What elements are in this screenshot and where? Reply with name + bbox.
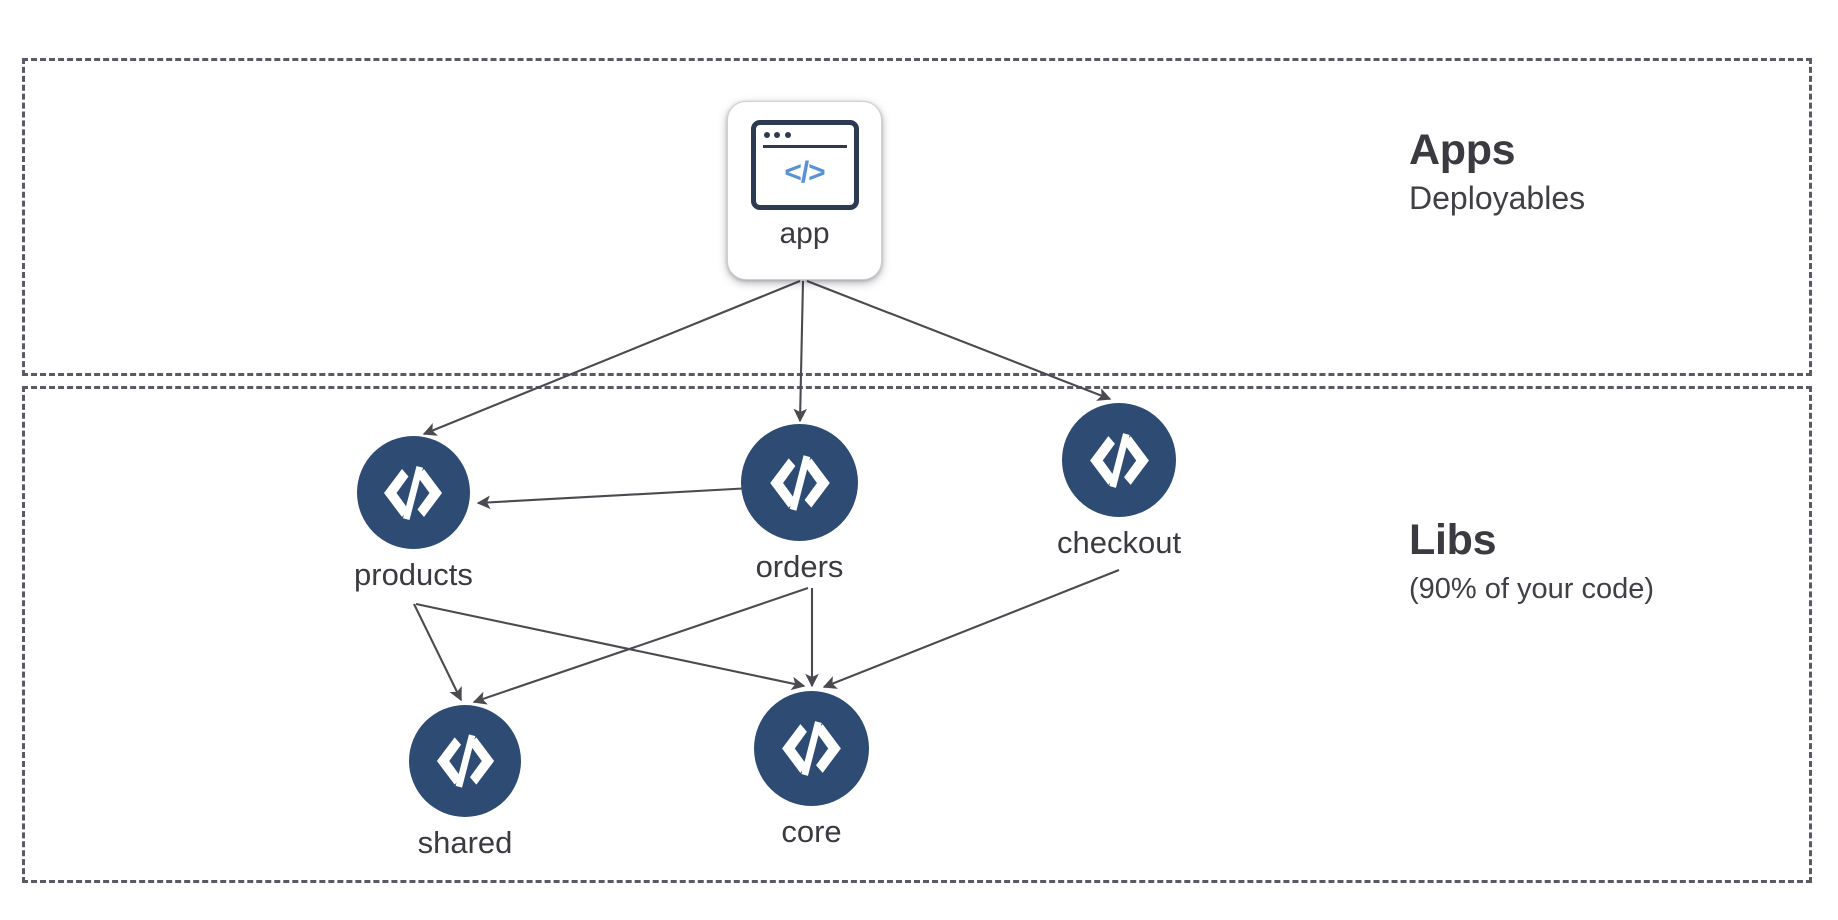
node-shared-label: shared (417, 825, 513, 860)
node-checkout[interactable]: checkout (1057, 403, 1181, 558)
node-app[interactable]: </> app (727, 101, 882, 280)
browser-rule-divider (762, 145, 847, 148)
node-app-label: app (779, 217, 830, 250)
code-brackets-icon (754, 691, 869, 806)
code-brackets-icon (741, 424, 858, 541)
node-products-label: products (354, 557, 473, 592)
node-shared[interactable]: shared (409, 705, 521, 858)
browser-code-icon: </> (750, 120, 859, 210)
legend-libs: Libs (90% of your code) (1409, 516, 1655, 607)
browser-dots-icon (763, 132, 791, 138)
node-core[interactable]: core (754, 691, 869, 847)
node-orders-label: orders (755, 549, 844, 584)
legend-apps-title: Apps (1409, 126, 1516, 174)
code-brackets-icon (409, 705, 521, 817)
node-checkout-label: checkout (1057, 525, 1182, 560)
legend-apps-subtitle: Deployables (1409, 180, 1586, 217)
node-orders[interactable]: orders (741, 424, 858, 582)
node-core-label: core (781, 814, 842, 849)
legend-libs-subtitle: (90% of your code) (1409, 573, 1655, 606)
code-brackets-icon (1062, 403, 1177, 517)
node-products[interactable]: products (354, 436, 473, 590)
legend-libs-title: Libs (1409, 516, 1497, 564)
zone-libs (22, 386, 1812, 883)
code-brackets-glyph: </> (784, 156, 825, 189)
code-brackets-icon (356, 436, 470, 549)
legend-apps: Apps Deployables (1409, 126, 1586, 218)
